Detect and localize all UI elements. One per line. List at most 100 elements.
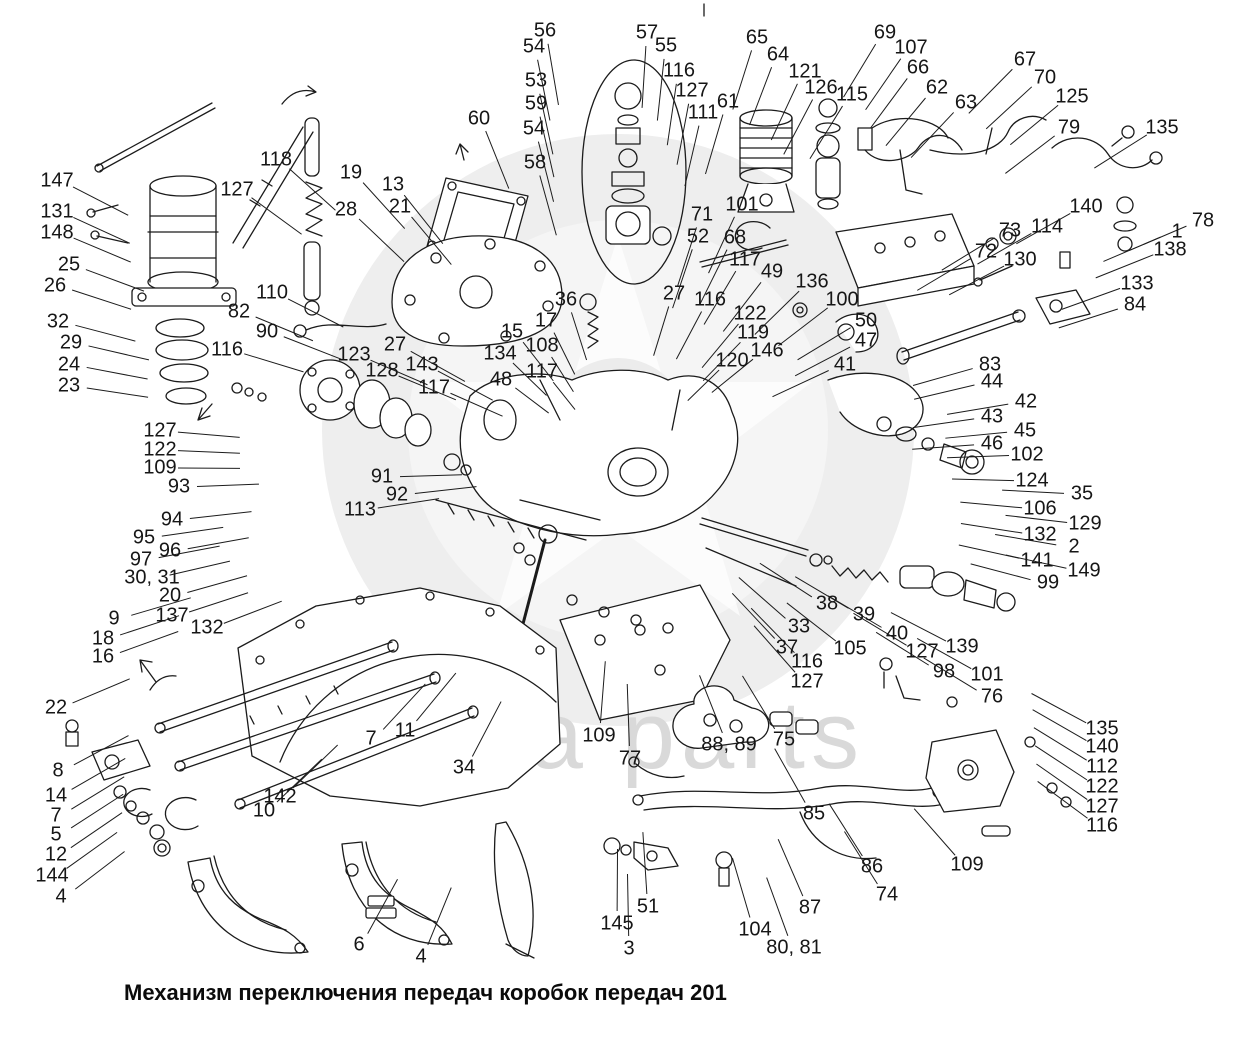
leader-line [287,298,344,328]
leader-line [656,58,665,121]
leader-line [85,269,145,292]
leader-line [512,362,547,396]
leader-line [410,350,466,382]
leader-line [276,758,323,803]
leader-line [912,368,973,386]
leader-line [941,237,995,271]
leader-line [1033,727,1087,761]
leader-line [1095,254,1154,279]
leader-line [843,43,877,98]
leader-line [169,560,231,576]
leader-line [1032,709,1087,741]
leader-line [119,615,180,636]
leader-line [411,216,452,265]
leader-line [88,345,150,361]
leader-line [968,68,1013,114]
leader-line [642,832,648,895]
leader-line [1002,489,1065,494]
leader-line [778,307,829,346]
leader-line [66,831,118,869]
leader-line [537,59,551,121]
leader-line [1058,308,1119,329]
leader-line [382,683,426,730]
leader-line [223,600,282,624]
leader-line [547,43,559,106]
leader-line [599,661,606,724]
leader-line [952,478,1015,482]
leader-line [70,793,124,829]
leader-line [945,431,1008,439]
leader-line [70,812,123,849]
leader-line [1031,693,1087,724]
leader-line [551,356,574,392]
leader-line [754,290,800,335]
leader-line [73,735,129,766]
leader-line [890,612,947,642]
leader-line [1005,135,1055,174]
leader-line [570,312,588,361]
leader-line [399,474,462,478]
leader-line [289,168,336,211]
leader-line [666,83,677,146]
leader-line [626,874,630,937]
leader-line [72,678,130,704]
leader-line [626,684,630,747]
leader-line [753,625,796,673]
leader-line [414,486,477,495]
leader-line [131,597,191,616]
leader-line [641,45,647,108]
leader-line [809,105,843,160]
leader-line [539,175,557,236]
leader-line [742,675,776,730]
leader-line [539,93,554,155]
leader-line [71,758,126,790]
leader-line [677,227,697,287]
leader-line [1094,134,1148,169]
leader-line [828,803,863,857]
leader-line [255,316,314,342]
leader-line [914,384,975,400]
leader-line [684,125,700,187]
leader-line [676,103,690,165]
leader-line [161,526,224,537]
leader-line [86,366,148,380]
leader-line [553,332,576,375]
exploded-view-lines [65,3,1163,959]
leader-line [853,612,907,646]
leader-line [827,595,882,628]
leader-line [704,114,724,175]
leader-line [177,431,240,438]
leader-line [732,50,753,110]
leader-line [910,112,955,158]
leader-line [1005,554,1067,569]
leader-line [515,387,549,414]
leader-line [917,258,971,291]
leader-line [1034,745,1088,781]
leader-line [783,99,814,155]
leader-line [869,78,908,129]
leader-line [1009,104,1059,146]
leader-line [947,403,1009,415]
leader-line [699,675,723,734]
leader-line [653,306,670,356]
leader-line [403,194,444,244]
leader-line [759,562,813,598]
leader-line [177,450,240,454]
leader-line [75,851,125,890]
leader-line [86,387,149,398]
leader-line [196,483,259,487]
leader-line [738,577,786,619]
leader-line [416,672,457,722]
leader-line [158,545,220,559]
leader-line [708,216,735,274]
leader-line [552,381,576,410]
leader-line [750,607,795,654]
leader-line [72,186,129,216]
figure-caption: Механизм переключения передач коробок пе… [124,980,727,1005]
leader-line [1005,514,1068,523]
leader-line [75,324,136,342]
leader-line [358,218,405,262]
leader-line [916,637,972,670]
